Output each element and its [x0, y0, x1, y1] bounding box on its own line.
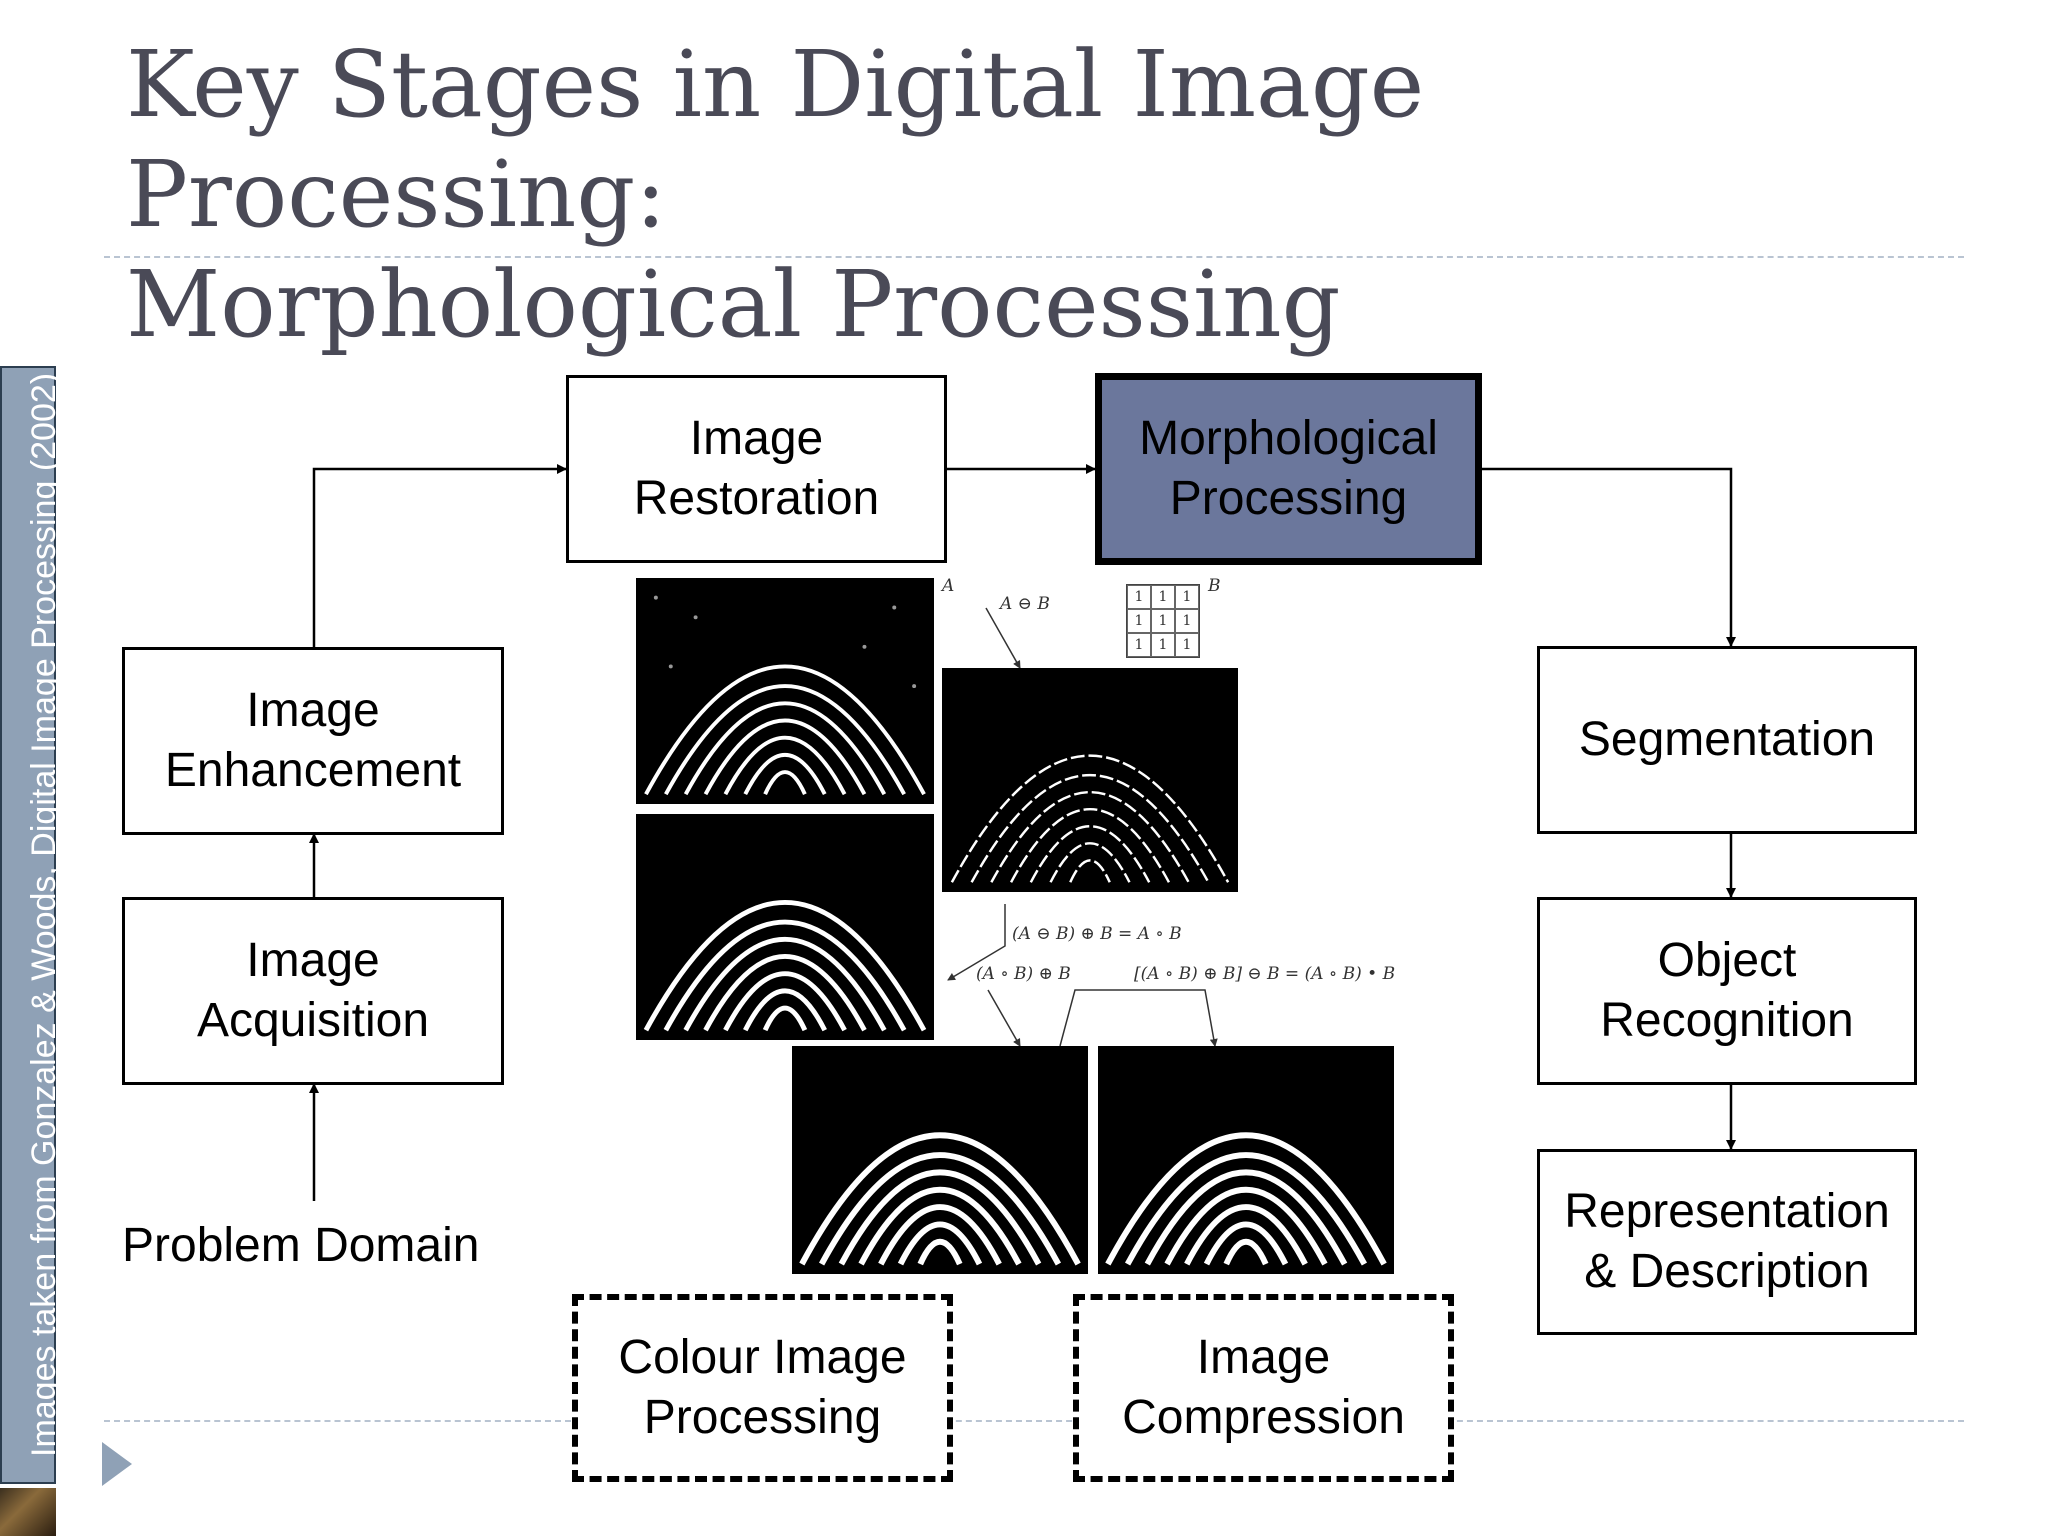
se-cell: 1: [1127, 609, 1151, 633]
stage-segmentation[interactable]: Segmentation: [1537, 646, 1917, 834]
figure-label-opening-eq: (A ⊖ B) ⊕ B = A ∘ B: [1012, 924, 1182, 944]
corner-thumbnail: [0, 1488, 56, 1536]
sidebar-bar: [0, 366, 56, 1484]
structuring-element-grid: 1 1 1 1 1 1 1 1 1: [1126, 584, 1200, 658]
fingerprint-eroded-image: [942, 668, 1238, 892]
figure-label-b: B: [1208, 576, 1221, 596]
se-cell: 1: [1175, 585, 1199, 609]
stage-morphological-processing[interactable]: Morphological Processing: [1095, 373, 1482, 565]
se-cell: 1: [1151, 609, 1175, 633]
se-cell: 1: [1175, 633, 1199, 657]
footer-divider: [104, 1420, 1964, 1422]
stage-image-acquisition[interactable]: Image Acquisition: [122, 897, 504, 1085]
fingerprint-dilated-image: [792, 1046, 1088, 1274]
stage-image-enhancement[interactable]: Image Enhancement: [122, 647, 504, 835]
figure-label-erosion: A ⊖ B: [1000, 594, 1050, 614]
se-cell: 1: [1151, 633, 1175, 657]
figure-label-opening-dilate: (A ∘ B) ⊕ B: [976, 964, 1071, 984]
stage-object-recognition[interactable]: Object Recognition: [1537, 897, 1917, 1085]
figure-arrow-opening: [947, 904, 1006, 981]
fingerprint-original-image: [636, 578, 934, 804]
stage-image-compression[interactable]: Image Compression: [1073, 1294, 1454, 1482]
title-line-1: Key Stages in Digital Image Processing:: [126, 31, 1425, 248]
se-cell: 1: [1151, 585, 1175, 609]
se-cell: 1: [1127, 633, 1151, 657]
fingerprint-closed-image: [1098, 1046, 1394, 1274]
fingerprint-opened-image: [636, 814, 934, 1040]
figure-label-closing-eq: [(A ∘ B) ⊕ B] ⊖ B = (A ∘ B) • B: [1134, 964, 1396, 984]
se-cell: 1: [1175, 609, 1199, 633]
play-icon[interactable]: [102, 1442, 132, 1486]
figure-label-a: A: [942, 576, 955, 596]
arrow-morphological-to-segmentation: [1482, 467, 1736, 647]
slide-title: Key Stages in Digital Image Processing: …: [126, 30, 1986, 360]
title-line-2: Morphological Processing: [126, 251, 1341, 358]
se-cell: 1: [1127, 585, 1151, 609]
figure-arrow-dilate: [987, 989, 1021, 1047]
stage-image-restoration[interactable]: Image Restoration: [566, 375, 947, 563]
arrow-enhancement-to-restoration: [312, 464, 567, 647]
figure-arrow-closing-a: [1059, 989, 1218, 1047]
stage-colour-image-processing[interactable]: Colour Image Processing: [572, 1294, 953, 1482]
stage-problem-domain: Problem Domain: [122, 1219, 480, 1272]
stage-representation-description[interactable]: Representation & Description: [1537, 1149, 1917, 1335]
title-divider: [104, 256, 1964, 258]
figure-arrow-erosion: [985, 607, 1021, 669]
